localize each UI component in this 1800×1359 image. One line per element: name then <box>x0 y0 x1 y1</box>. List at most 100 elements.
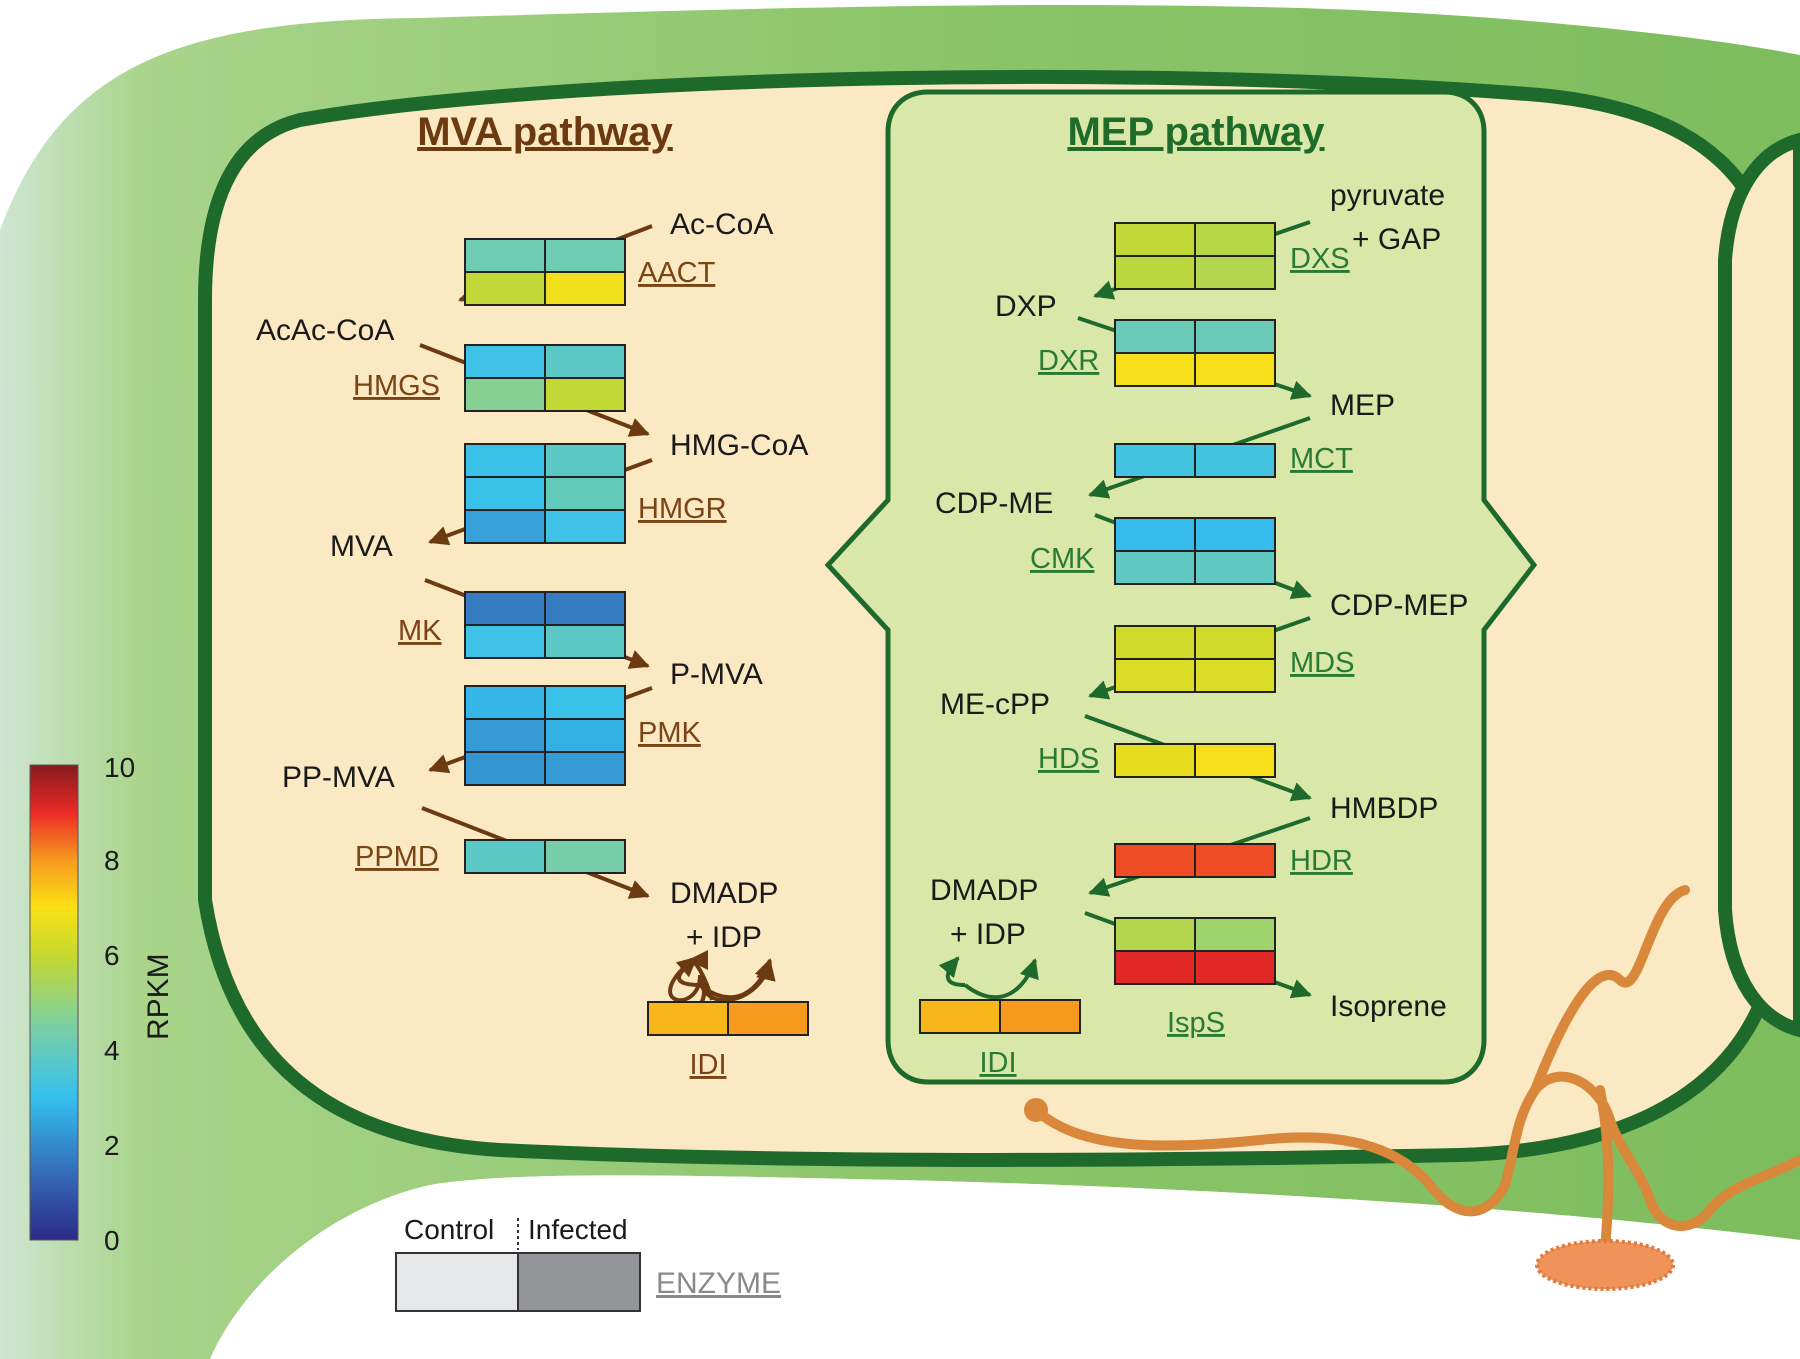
mep-enzyme-mct: MCT <box>1114 443 1353 478</box>
mva-pmk-cell-control-0 <box>464 685 546 720</box>
metabolite-dxp: DXP <box>995 290 1057 323</box>
mva-enzyme-idi: IDI <box>647 1001 809 1081</box>
mva-hmgs-cell-infected-0 <box>544 344 626 379</box>
mep-mct-cell-infected-0 <box>1194 443 1276 478</box>
mva-enzyme-label-hmgr: HMGR <box>638 493 727 525</box>
legend-control: Control <box>404 1214 494 1245</box>
mva-hmgr-cell-control-2 <box>464 509 546 544</box>
mva-hmgr-cell-control-0 <box>464 443 546 478</box>
mva-mk-cell-control-1 <box>464 624 546 659</box>
mva-mk-cell-infected-1 <box>544 624 626 659</box>
mva-ppmd-cell-control-0 <box>464 839 546 874</box>
mep-dxr-cell-infected-1 <box>1194 352 1276 387</box>
mva-hmgr-cell-infected-2 <box>544 509 626 544</box>
mep-isps-cell-infected-0 <box>1194 917 1276 952</box>
mva-enzyme-pmk: PMK <box>464 685 702 786</box>
mva-pmk-cell-control-2 <box>464 751 546 786</box>
metabolite-acac-coa: AcAc-CoA <box>256 314 394 347</box>
mep-mds-cell-control-0 <box>1114 625 1196 660</box>
mva-aact-cell-control-0 <box>464 238 546 273</box>
mva-enzyme-hmgr: HMGR <box>464 443 727 544</box>
adjacent-cell <box>1718 132 1800 1038</box>
mep-hdr-cell-infected-0 <box>1194 843 1276 878</box>
metabolite-mep-idp: + IDP <box>950 918 1026 951</box>
mep-enzyme-dxr: DXR <box>1038 319 1276 387</box>
colorbar-tick-0: 0 <box>104 1225 120 1256</box>
mep-isps-cell-control-0 <box>1114 917 1196 952</box>
mep-hdr-cell-control-0 <box>1114 843 1196 878</box>
mva-aact-cell-infected-1 <box>544 271 626 306</box>
legend-infected-swatch <box>517 1252 641 1312</box>
mva-hmgs-cell-control-1 <box>464 377 546 412</box>
legend: Control Infected ENZYME <box>395 1214 781 1312</box>
mep-enzyme-label-mds: MDS <box>1290 647 1354 679</box>
legend-control-swatch <box>395 1252 519 1312</box>
mep-hds-cell-infected-0 <box>1194 743 1276 778</box>
mva-hmgs-cell-infected-1 <box>544 377 626 412</box>
mep-dxs-cell-infected-1 <box>1194 255 1276 290</box>
mva-enzyme-label-ppmd: PPMD <box>355 841 439 873</box>
mva-pmk-cell-infected-0 <box>544 685 626 720</box>
mep-cmk-cell-control-0 <box>1114 517 1196 552</box>
mep-enzyme-isps: IspS <box>1114 917 1276 1039</box>
colorbar-tick-8: 8 <box>104 845 120 876</box>
mep-dxs-cell-control-1 <box>1114 255 1196 290</box>
mva-idi-cell-control-0 <box>647 1001 729 1036</box>
mva-pmk-cell-infected-2 <box>544 751 626 786</box>
colorbar-tick-2: 2 <box>104 1130 120 1161</box>
mep-enzyme-label-idi: IDI <box>979 1047 1016 1079</box>
mep-idi-cell-control-0 <box>919 999 1001 1034</box>
metabolite-cdp-me: CDP-ME <box>935 487 1053 520</box>
metabolite-mep: MEP <box>1330 389 1395 422</box>
mva-hmgr-cell-control-1 <box>464 476 546 511</box>
mva-mk-cell-infected-0 <box>544 591 626 626</box>
mep-enzyme-label-cmk: CMK <box>1030 543 1095 575</box>
mep-enzyme-hdr: HDR <box>1114 843 1353 878</box>
mep-enzyme-label-isps: IspS <box>1167 1007 1225 1039</box>
metabolite-hmg-coa: HMG-CoA <box>670 429 808 462</box>
colorbar-tick-10: 10 <box>104 752 135 783</box>
mep-mds-cell-control-1 <box>1114 658 1196 693</box>
mva-enzyme-label-aact: AACT <box>638 257 716 289</box>
mep-mds-cell-infected-1 <box>1194 658 1276 693</box>
colorbar-tick-6: 6 <box>104 940 120 971</box>
mep-dxr-cell-control-1 <box>1114 352 1196 387</box>
mep-enzyme-label-dxs: DXS <box>1290 243 1350 275</box>
idi-arrows <box>675 956 1039 999</box>
mva-title: MVA pathway <box>417 110 673 154</box>
legend-infected: Infected <box>528 1214 628 1245</box>
colorbar-label: RPKM <box>142 953 175 1040</box>
mva-pmk-cell-infected-1 <box>544 718 626 753</box>
colorbar-tick-4: 4 <box>104 1035 120 1066</box>
mva-enzyme-label-mk: MK <box>398 615 442 647</box>
mep-dxr-cell-control-0 <box>1114 319 1196 354</box>
mva-enzyme-ppmd: PPMD <box>355 839 626 874</box>
mva-hmgr-cell-infected-0 <box>544 443 626 478</box>
colorbar: 0 2 4 6 8 10 RPKM <box>29 752 175 1256</box>
mep-enzyme-dxs: DXS <box>1114 222 1350 290</box>
metabolite-mva-dmadp: DMADP <box>670 877 778 910</box>
mva-enzyme-hmgs: HMGS <box>353 344 626 412</box>
mva-mk-cell-control-0 <box>464 591 546 626</box>
legend-enzyme: ENZYME <box>656 1267 781 1300</box>
mep-enzyme-cmk: CMK <box>1030 517 1276 585</box>
mva-enzyme-label-hmgs: HMGS <box>353 370 440 402</box>
mva-enzyme-aact: AACT <box>464 238 716 306</box>
mep-dxr-cell-infected-0 <box>1194 319 1276 354</box>
metabolite-gap: + GAP <box>1352 223 1441 256</box>
mva-hmgr-cell-infected-1 <box>544 476 626 511</box>
enzyme-heatmaps: AACT HMGS HMGR MK PMK PPMD IDI DXS DXR MCT CMK MDS H… <box>353 222 1354 1081</box>
mep-title: MEP pathway <box>1067 110 1325 154</box>
metabolite-p-mva: P-MVA <box>670 658 763 691</box>
mep-enzyme-label-dxr: DXR <box>1038 345 1099 377</box>
mep-mct-cell-control-0 <box>1114 443 1196 478</box>
metabolite-pp-mva: PP-MVA <box>282 761 395 794</box>
mep-enzyme-mds: MDS <box>1114 625 1354 693</box>
mep-enzyme-idi: IDI <box>919 999 1081 1079</box>
mep-isps-cell-control-1 <box>1114 950 1196 985</box>
mep-enzyme-hds: HDS <box>1038 743 1276 778</box>
mep-dxs-cell-infected-0 <box>1194 222 1276 257</box>
intercellular-space <box>210 1175 1800 1359</box>
mep-cmk-cell-infected-0 <box>1194 517 1276 552</box>
fungal-hypha <box>1024 885 1800 1291</box>
